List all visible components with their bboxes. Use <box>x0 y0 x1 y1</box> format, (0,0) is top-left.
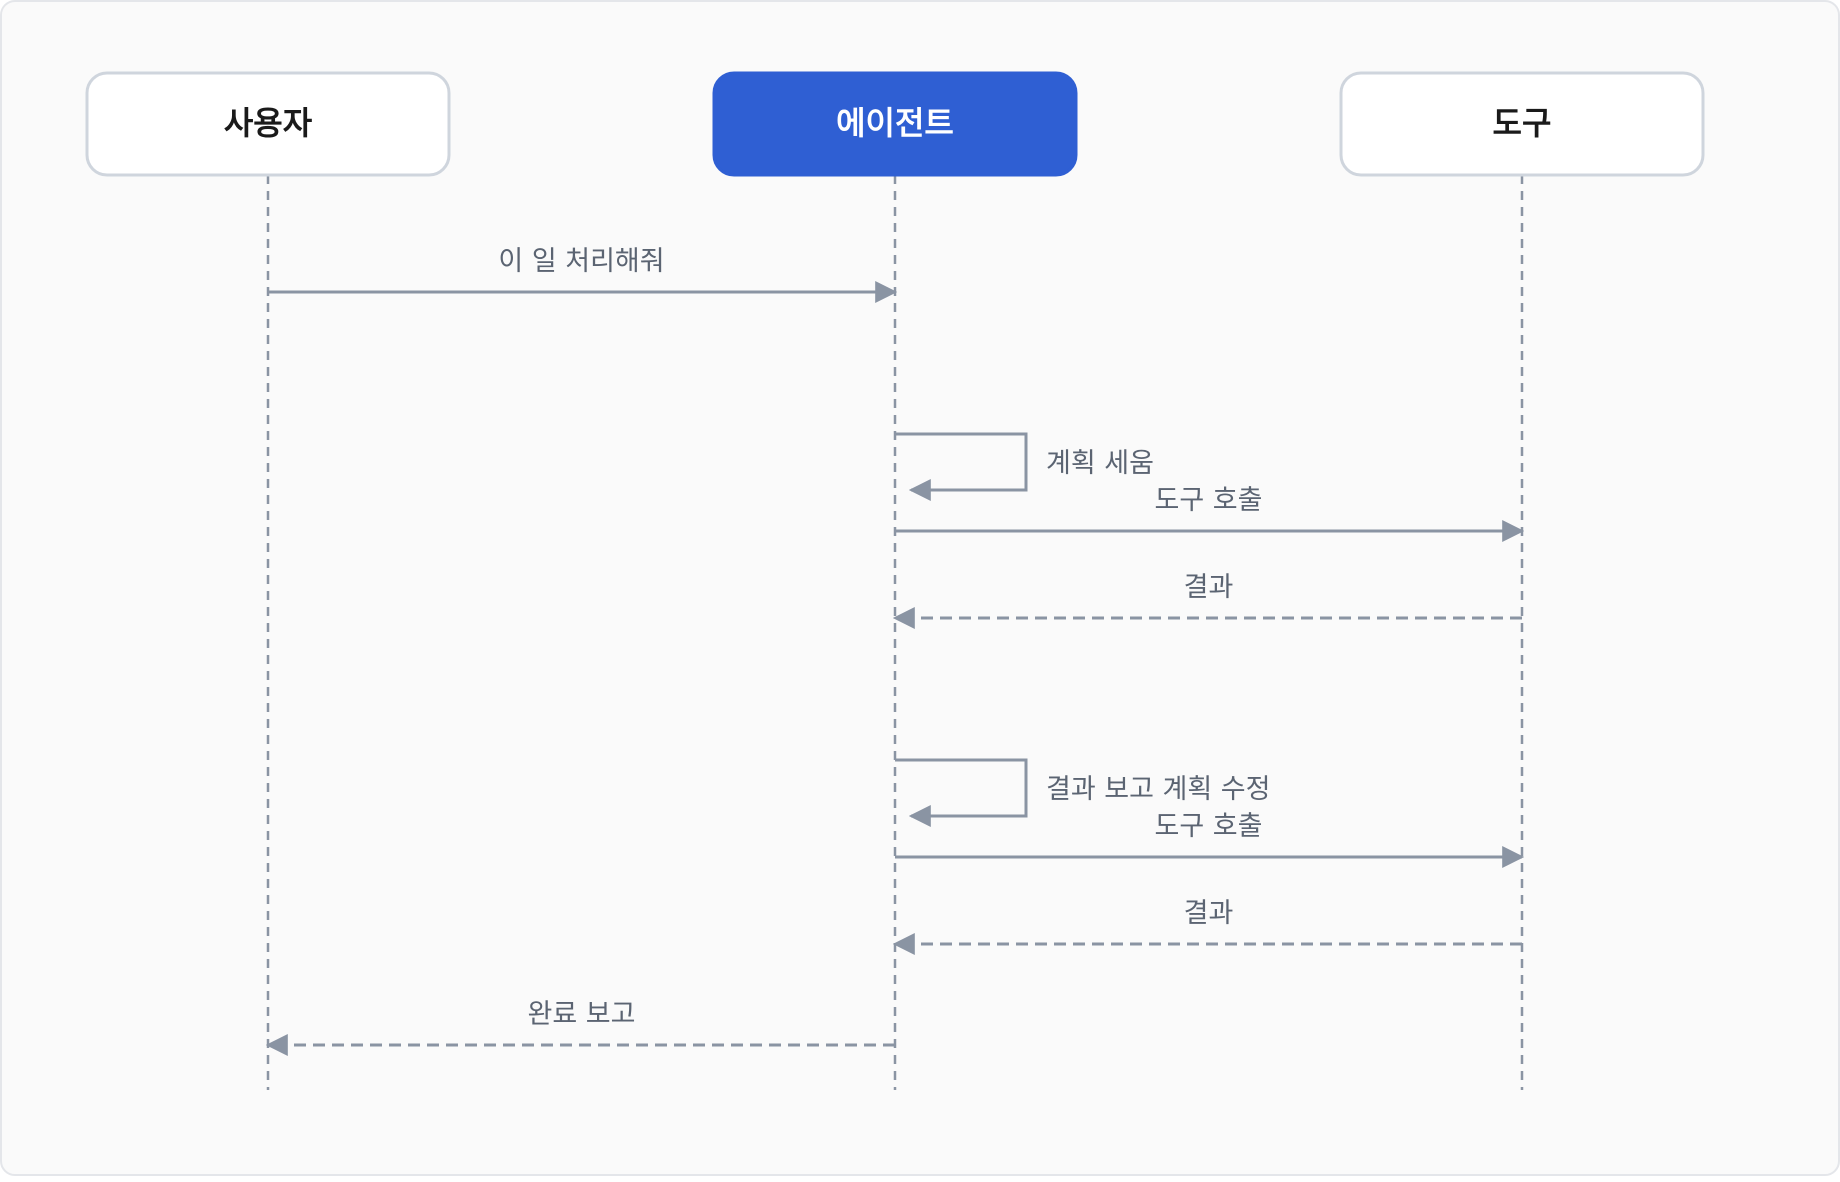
message-label: 완료 보고 <box>528 999 636 1030</box>
participant-box <box>712 71 1078 177</box>
self-message-arrow <box>895 432 1028 501</box>
message-8: 완료 보고 <box>265 999 895 1056</box>
participant-agent: 에이전트 <box>712 71 1078 177</box>
message-label: 결과 <box>1184 572 1234 603</box>
message-5: 결과 보고 계획 수정 <box>895 758 1270 827</box>
message-6: 도구 호출 <box>895 811 1525 868</box>
participant-user: 사용자 <box>85 71 451 177</box>
message-3: 도구 호출 <box>895 485 1525 542</box>
participant-label: 사용자 <box>224 104 313 142</box>
message-label: 이 일 처리해줘 <box>498 246 664 277</box>
message-label: 계획 세움 <box>1046 448 1154 479</box>
participant-tool: 도구 <box>1339 71 1705 177</box>
message-7: 결과 <box>892 898 1522 955</box>
message-label: 도구 호출 <box>1155 485 1263 516</box>
lifelines <box>266 175 1524 1090</box>
participants: 사용자 에이전트 도구 <box>85 71 1705 177</box>
participant-box <box>85 71 451 177</box>
message-1: 이 일 처리해줘 <box>268 246 898 303</box>
participant-label: 도구 <box>1493 104 1552 142</box>
message-2: 계획 세움 <box>895 432 1154 501</box>
message-label: 결과 <box>1184 898 1234 929</box>
self-message-arrow <box>895 758 1028 827</box>
participant-box <box>1339 71 1705 177</box>
message-label: 도구 호출 <box>1155 811 1263 842</box>
message-label: 결과 보고 계획 수정 <box>1046 774 1270 805</box>
message-4: 결과 <box>892 572 1522 629</box>
participant-label: 에이전트 <box>836 104 954 142</box>
